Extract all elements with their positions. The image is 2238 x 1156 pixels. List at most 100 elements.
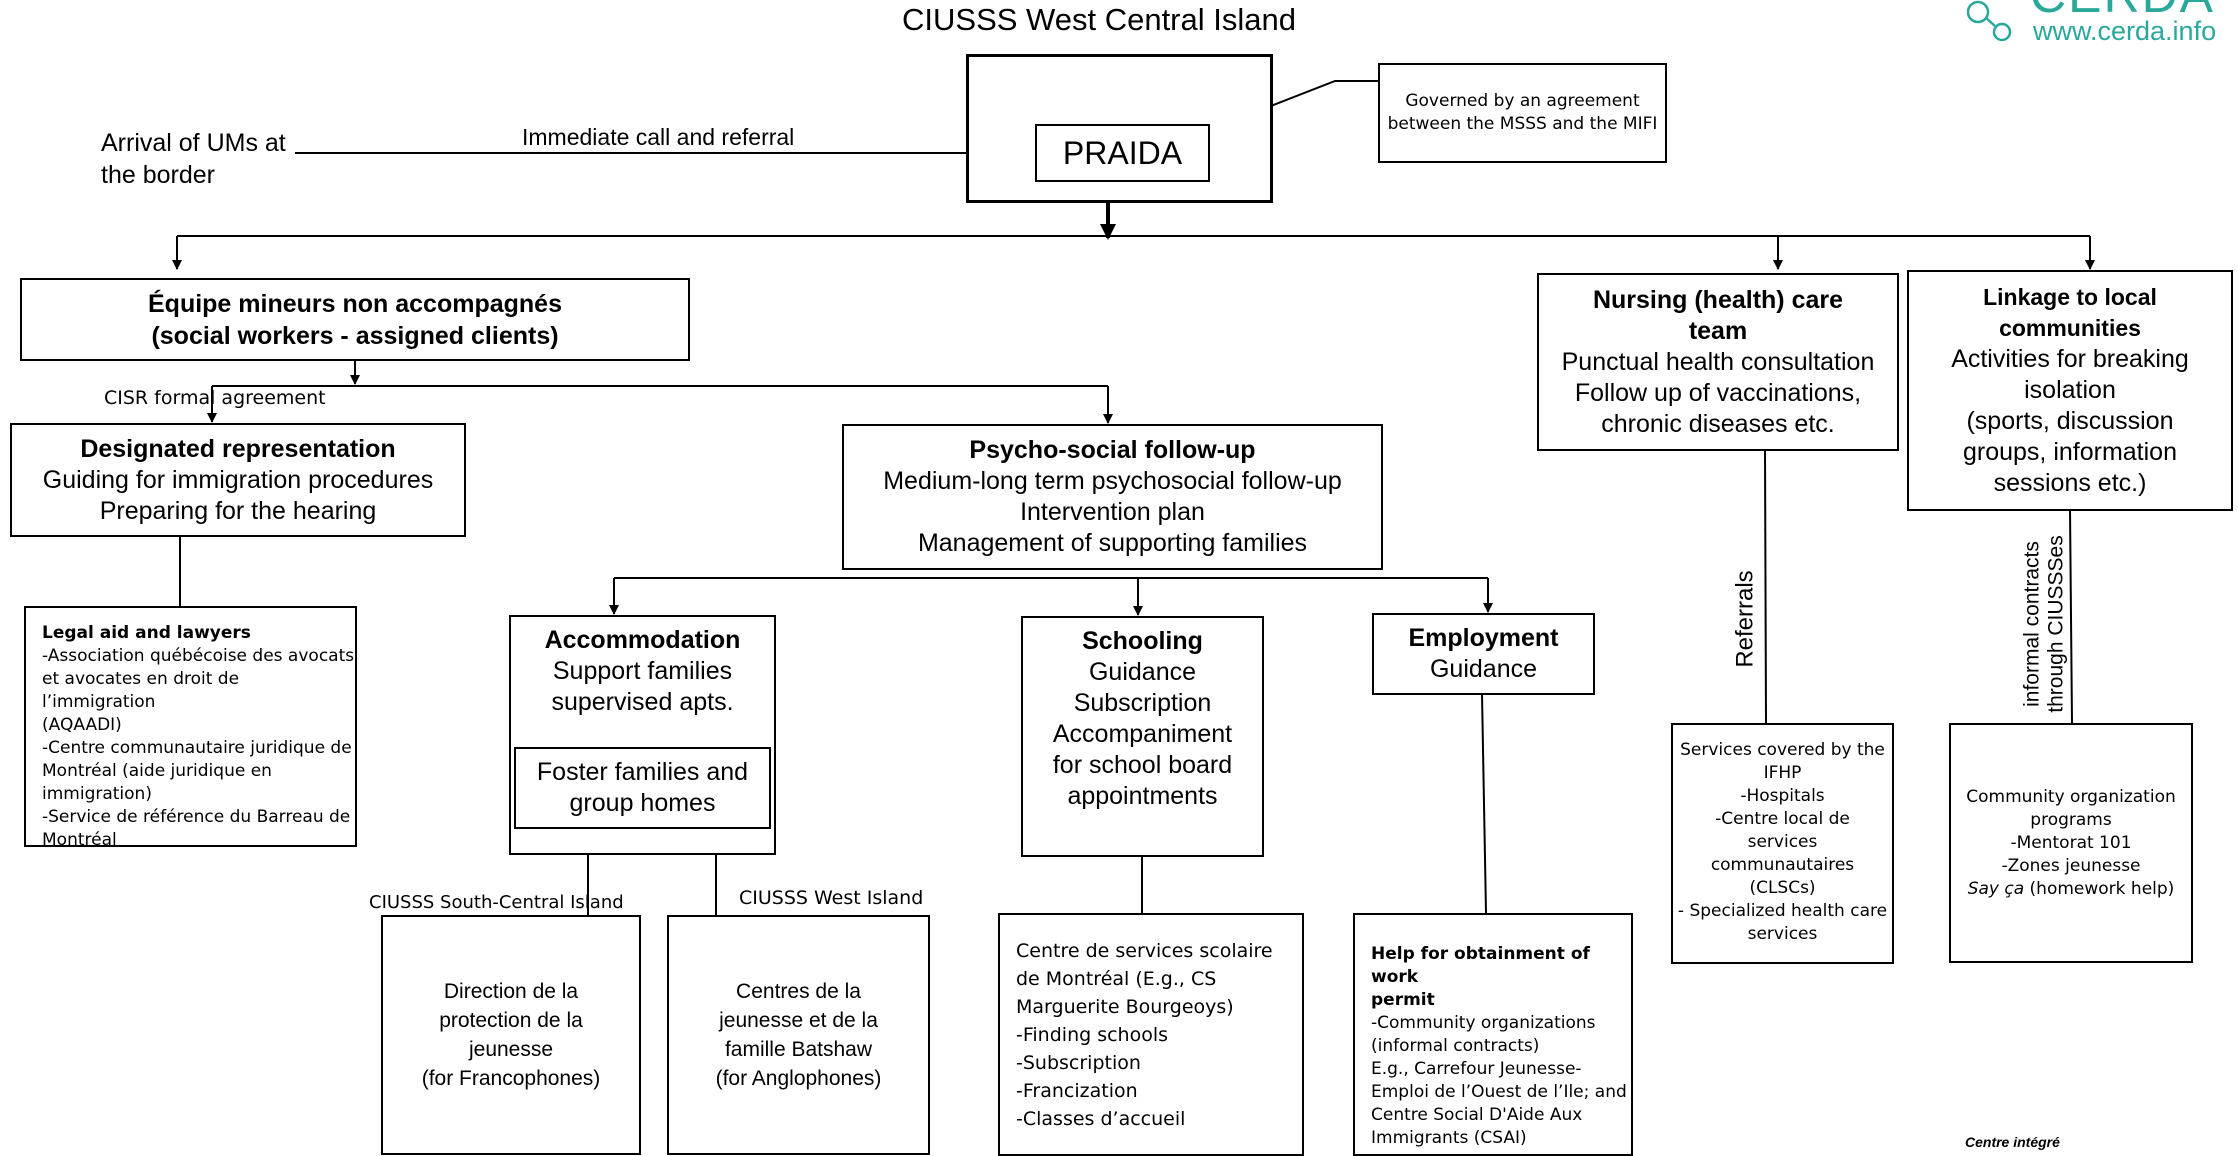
linkage-to-community — [2069, 509, 2073, 724]
governed-line2: between the MSSS and the MIFI — [1387, 114, 1658, 134]
linkage-line: Activities for breaking — [1951, 345, 2189, 373]
schooling-line: Guidance — [1088, 658, 1197, 686]
informal-contracts-label: informal contracts through CIUSSSes — [2021, 535, 2069, 712]
equipe-line2: (social workers - assigned clients) — [151, 321, 559, 350]
ifhp-line: -Hospitals — [1740, 786, 1825, 806]
informal-line2: through CIUSSSes — [2044, 535, 2068, 713]
css-line: Marguerite Bourgeoys) — [1016, 996, 1234, 1018]
psycho-title: Psycho-social follow-up — [969, 436, 1256, 464]
schooling-box: Schooling Guidance Subscription Accompan… — [1021, 616, 1264, 857]
designated-line1: Guiding for immigration procedures — [42, 465, 434, 494]
css-box: Centre de services scolaire de Montréal … — [998, 913, 1304, 1156]
batshaw-line2: jeunesse et de la — [719, 1009, 878, 1032]
governed-box: Governed by an agreement between the MSS… — [1378, 63, 1667, 163]
nursing-line2: Follow up of vaccinations, — [1574, 378, 1862, 407]
legal-line: et avocates en droit de l’immigration — [42, 669, 240, 712]
work-permit-line: -Community organizations — [1371, 1013, 1596, 1033]
employment-box: Employment Guidance — [1372, 613, 1595, 695]
ifhp-line: services — [1747, 832, 1818, 852]
linkage-title2: communities — [1999, 315, 2141, 341]
work-permit-title1: Help for obtainment of work — [1371, 944, 1590, 987]
nursing-to-ifhp — [1764, 449, 1767, 724]
work-permit-line: Emploi de l’Ouest de l’Ile; and — [1371, 1082, 1627, 1102]
say-ca-text: Say ça — [1967, 878, 2025, 899]
page-title: CIUSSS West Central Island — [902, 2, 1296, 37]
linkage-line: groups, information — [1962, 438, 2177, 466]
direction-box: Direction de la protection de la jeuness… — [381, 915, 641, 1155]
employment-line1: Guidance — [1429, 655, 1538, 683]
legal-line: -Association québécoise des avocats — [42, 646, 355, 666]
schooling-line: Accompaniment — [1052, 720, 1233, 748]
arrival-line1: Arrival of UMs at — [101, 129, 286, 157]
batshaw-line4: (for Anglophones) — [715, 1067, 882, 1090]
ifhp-line: communautaires — [1710, 855, 1855, 875]
linkage-line: (sports, discussion — [1966, 407, 2174, 435]
homework-text: (homework help) — [2024, 878, 2175, 899]
ifhp-line: (CLSCs) — [1749, 878, 1816, 898]
legal-box: Legal aid and lawyers -Association québé… — [24, 606, 357, 850]
foster-line1: Foster families and — [536, 758, 749, 786]
accommodation-line2: supervised apts. — [551, 688, 734, 716]
ifhp-line: Services covered by the — [1680, 740, 1885, 760]
work-permit-box: Help for obtainment of work permit -Comm… — [1353, 913, 1633, 1156]
ifhp-line: services — [1747, 924, 1818, 944]
arrival-text: Arrival of UMs at the border — [101, 127, 286, 191]
community-line: Community organization — [1966, 786, 2176, 807]
nursing-title2: team — [1688, 316, 1748, 345]
south-central-label: CIUSSS South-Central Island — [369, 892, 624, 913]
work-permit-line: E.g., Carrefour Jeunesse- — [1371, 1059, 1582, 1079]
legal-line: immigration) — [42, 784, 152, 804]
foster-line2: group homes — [569, 789, 716, 817]
cerda-logo-mark — [1966, 0, 2012, 42]
css-line: -Francization — [1016, 1080, 1138, 1102]
legal-line: Montréal (aide juridique en — [42, 761, 272, 781]
css-line: -Classes d’accueil — [1016, 1108, 1186, 1130]
work-permit-title2: permit — [1371, 990, 1435, 1010]
ifhp-line: -Centre local de — [1715, 809, 1850, 829]
legal-title: Legal aid and lawyers — [42, 623, 251, 643]
batshaw-line3: famille Batshaw — [724, 1038, 873, 1061]
nursing-box: Nursing (health) care team Punctual heal… — [1537, 273, 1899, 451]
css-line: -Subscription — [1016, 1052, 1141, 1074]
linkage-box: Linkage to local communities Activities … — [1907, 270, 2233, 511]
community-line: programs — [2030, 809, 2112, 830]
praida-box: PRAIDA — [1035, 124, 1210, 182]
nursing-title1: Nursing (health) care — [1592, 285, 1844, 314]
direction-line1: Direction de la — [443, 980, 579, 1003]
equipe-line1: Équipe mineurs non accompagnés — [148, 289, 562, 318]
linkage-title1: Linkage to local — [1983, 284, 2157, 310]
community-line: -Zones jeunesse — [2001, 855, 2141, 876]
schooling-line: Subscription — [1073, 689, 1212, 717]
css-line: -Finding schools — [1016, 1024, 1169, 1046]
referrals-label: Referrals — [1731, 570, 1759, 668]
employment-title: Employment — [1408, 624, 1559, 652]
designated-title: Designated representation — [80, 434, 396, 463]
informal-line1: informal contracts — [2020, 541, 2044, 707]
psycho-line3: Management of supporting families — [917, 529, 1308, 557]
community-box: Community organization programs -Mentora… — [1949, 723, 2193, 963]
batshaw-box: Centres de la jeunesse et de la famille … — [667, 915, 930, 1155]
direction-line2: protection de la — [439, 1009, 583, 1032]
schooling-line: appointments — [1067, 782, 1218, 810]
work-permit-line: (informal contracts) — [1371, 1036, 1540, 1056]
community-line-homework: Say ça (homework help) — [1968, 878, 2175, 901]
css-line: Centre de services scolaire — [1016, 940, 1273, 962]
linkage-line: sessions etc.) — [1993, 469, 2147, 497]
psycho-line1: Medium-long term psychosocial follow-up — [883, 467, 1342, 495]
referral-label: Immediate call and referral — [522, 124, 795, 150]
legal-line: -Centre communautaire juridique de — [42, 738, 352, 758]
arrival-line2: the border — [101, 161, 215, 189]
schooling-title: Schooling — [1082, 627, 1203, 655]
employment-to-permit — [1481, 693, 1487, 914]
work-permit-line: Immigrants (CSAI) — [1371, 1128, 1527, 1148]
legal-line: Montréal — [42, 830, 117, 850]
legal-line: -Service de référence du Barreau de — [42, 807, 351, 827]
nursing-line1: Punctual health consultation — [1561, 347, 1875, 376]
psycho-line2: Intervention plan — [1020, 498, 1205, 526]
cisr-label: CISR formal agreement — [104, 387, 326, 409]
designated-box: Designated representation Guiding for im… — [10, 423, 466, 537]
accommodation-title: Accommodation — [544, 626, 741, 654]
psycho-box: Psycho-social follow-up Medium-long term… — [842, 424, 1383, 570]
cerda-logo-url[interactable]: www.cerda.info — [2033, 16, 2217, 46]
